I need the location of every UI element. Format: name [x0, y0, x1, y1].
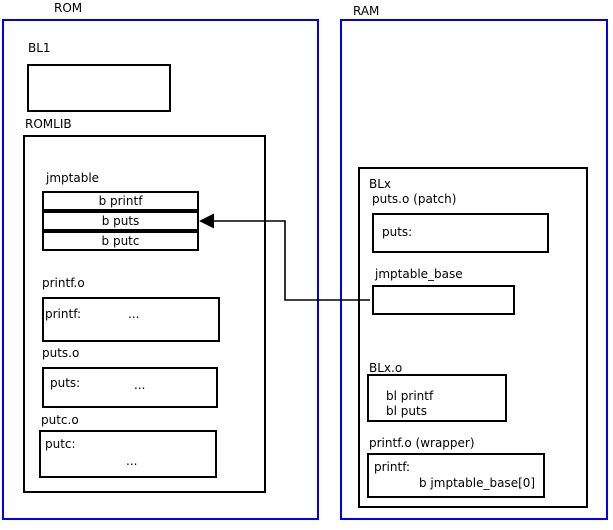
puts-body-ellipsis: ...: [134, 378, 146, 392]
printf-o-label: printf.o: [42, 276, 85, 290]
blx-box: BLx puts.o (patch) puts: jmptable_base B…: [358, 167, 588, 508]
bl1-box: [27, 64, 171, 112]
blx-o-label: BLx.o: [369, 361, 403, 375]
jmptable-entry-printf: b printf: [42, 191, 199, 211]
printf-body-ellipsis: ...: [128, 307, 140, 321]
putc-o-box: putc: ...: [39, 430, 217, 478]
jmptable-entry-puts: b puts: [42, 211, 199, 231]
jmptable-base-label: jmptable_base: [375, 267, 463, 281]
puts-patch-symbol: puts:: [382, 225, 413, 239]
printf-wrapper-branch: b jmptable_base[0]: [419, 476, 536, 490]
puts-o-box: puts: ...: [42, 367, 218, 408]
puts-patch-label: puts.o (patch): [372, 192, 457, 206]
blx-o-instruction-printf: bl printf: [386, 389, 434, 403]
printf-o-box: printf: ...: [42, 297, 220, 342]
putc-o-label: putc.o: [41, 413, 79, 427]
romlib-label: ROMLIB: [25, 117, 72, 131]
blx-o-instruction-puts: bl puts: [386, 404, 427, 418]
bl1-label: BL1: [28, 41, 51, 55]
ram-label: RAM: [353, 4, 380, 18]
blx-o-box: bl printf bl puts: [367, 374, 507, 422]
puts-symbol: puts:: [50, 376, 81, 390]
blx-label: BLx: [369, 177, 392, 191]
jmptable-base-box: [372, 285, 515, 315]
putc-symbol: putc:: [45, 437, 76, 451]
printf-wrapper-box: printf: b jmptable_base[0]: [367, 453, 545, 498]
puts-patch-box: puts:: [372, 213, 549, 253]
rom-label: ROM: [54, 1, 83, 15]
printf-wrapper-symbol: printf:: [374, 460, 411, 474]
jmptable-label: jmptable: [46, 171, 100, 185]
jmptable-entry-putc: b putc: [42, 231, 199, 251]
printf-wrapper-label: printf.o (wrapper): [369, 436, 475, 450]
putc-body-ellipsis: ...: [126, 454, 138, 468]
puts-o-label: puts.o: [42, 346, 80, 360]
printf-symbol: printf:: [45, 307, 82, 321]
